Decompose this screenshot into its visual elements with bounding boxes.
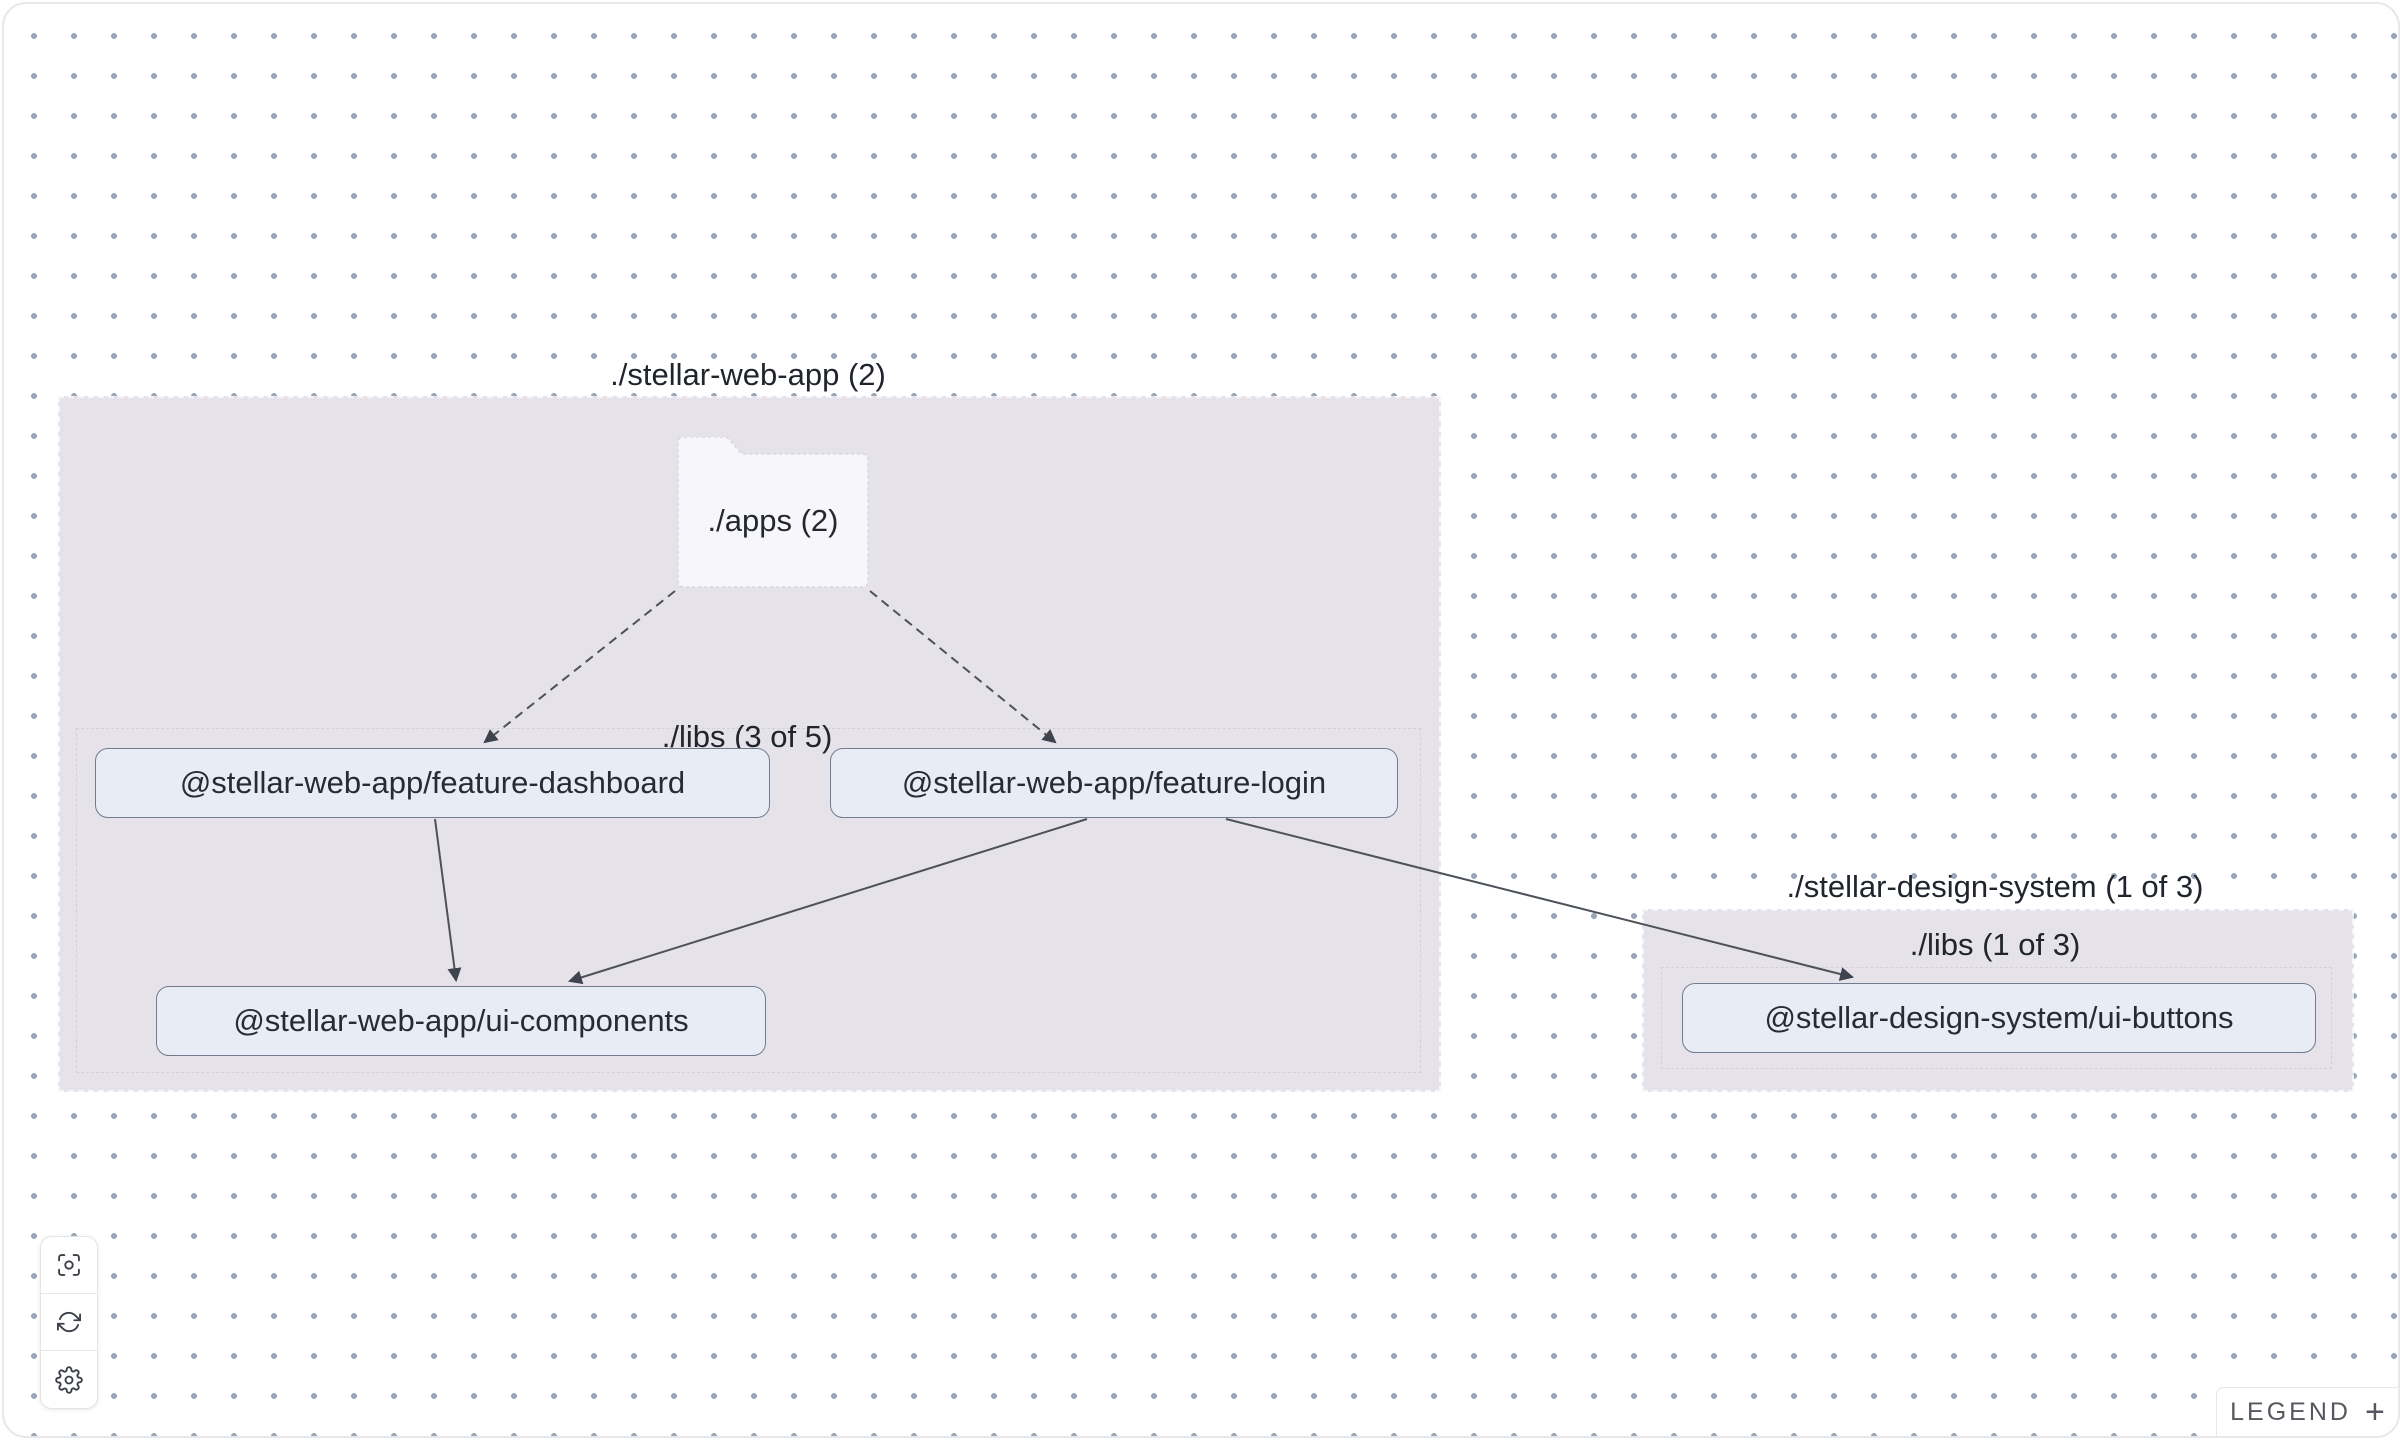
- node-ui-components[interactable]: @stellar-web-app/ui-components: [156, 986, 766, 1056]
- folder-icon: [677, 437, 869, 588]
- node-ui-buttons[interactable]: @stellar-design-system/ui-buttons: [1682, 983, 2316, 1053]
- settings-button[interactable]: [41, 1351, 97, 1408]
- refresh-icon: [56, 1311, 82, 1333]
- apps-folder-label: ./apps (2): [707, 503, 839, 538]
- apps-folder-node[interactable]: ./apps (2): [672, 437, 874, 589]
- group-label-stellar-design-system: ./stellar-design-system (1 of 3): [1786, 869, 2204, 904]
- group-label-design-libs: ./libs (1 of 3): [1909, 927, 2081, 962]
- folder-group-design-libs: [1661, 967, 2332, 1069]
- graph-toolbar: [40, 1236, 98, 1409]
- plus-icon: +: [2364, 1393, 2385, 1431]
- group-label-stellar-web-app: ./stellar-web-app (2): [610, 357, 886, 392]
- focus-view-button[interactable]: [41, 1237, 97, 1294]
- reset-layout-button[interactable]: [41, 1294, 97, 1351]
- gear-icon: [55, 1365, 83, 1394]
- node-feature-login[interactable]: @stellar-web-app/feature-login: [830, 748, 1398, 818]
- legend-label: LEGEND: [2230, 1397, 2351, 1426]
- legend-button[interactable]: LEGEND +: [2216, 1387, 2398, 1436]
- focus-icon: [58, 1254, 80, 1276]
- node-feature-dashboard[interactable]: @stellar-web-app/feature-dashboard: [95, 748, 770, 818]
